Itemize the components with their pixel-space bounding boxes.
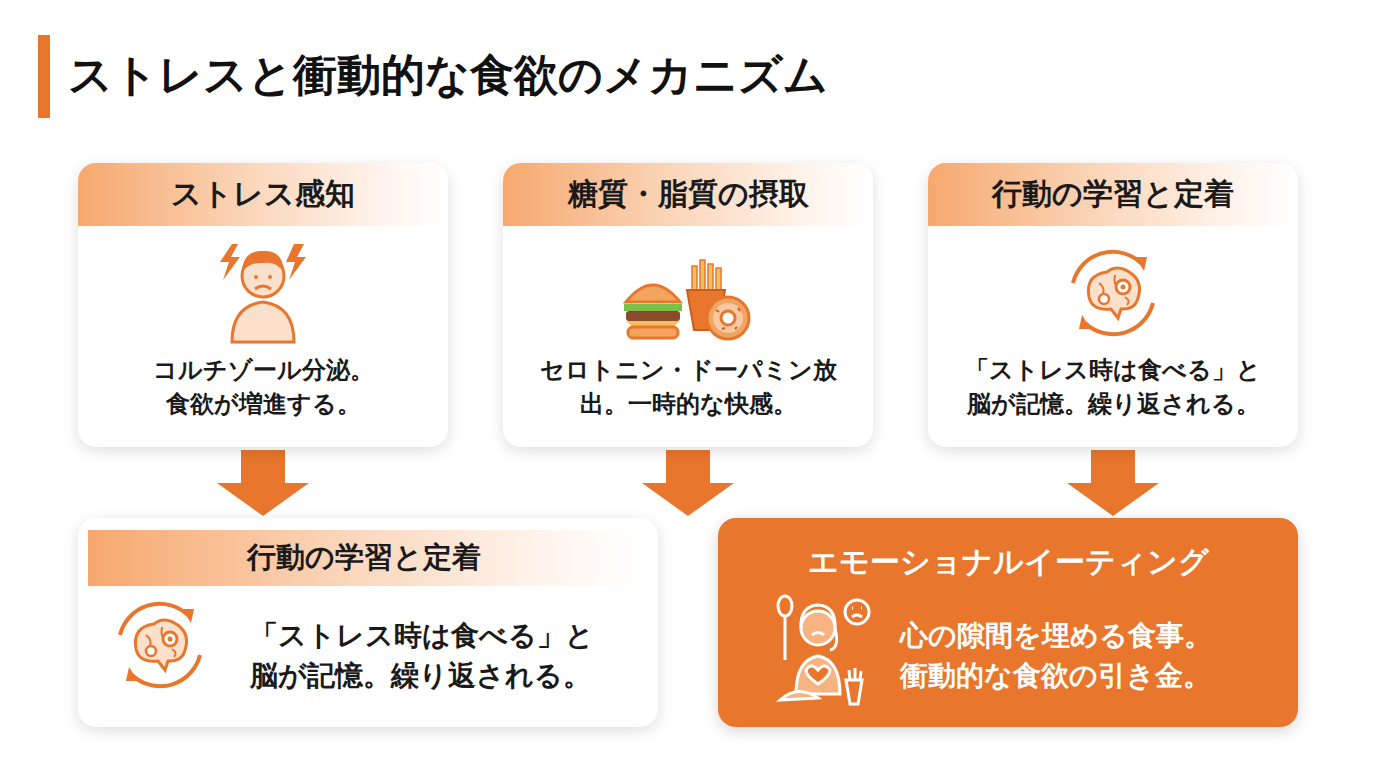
box-description: 「ストレス時は食べる」と 脳が記憶。繰り返される。: [948, 353, 1278, 421]
box-description: 心の隙間を埋める食事。 衝動的な食欲の引き金。: [900, 616, 1295, 696]
flow-arrow: [642, 450, 734, 516]
box-description: 「ストレス時は食べる」と 脳が記憶。繰り返される。: [250, 616, 650, 696]
box-heading: 行動の学習と定着: [88, 530, 640, 586]
process-box: 行動の学習と定着「ストレス時は食べる」と 脳が記憶。繰り返される。: [78, 518, 658, 727]
process-box: 糖質・脂質の摂取セロトニン・ドーパミン放 出。一時的な快感。: [503, 163, 873, 447]
process-box: 行動の学習と定着「ストレス時は食べる」と 脳が記憶。繰り返される。: [928, 163, 1298, 447]
result-box: エモーショナルイーティング心の隙間を埋める食事。 衝動的な食欲の引き金。: [718, 518, 1298, 727]
process-box: ストレス感知コルチゾール分泌。 食欲が増進する。: [78, 163, 448, 447]
flow-arrow: [1067, 450, 1159, 516]
box-description: セロトニン・ドーパミン放 出。一時的な快感。: [523, 353, 853, 421]
box-description: コルチゾール分泌。 食欲が増進する。: [98, 353, 428, 421]
box-heading: 糖質・脂質の摂取: [503, 163, 873, 226]
box-heading: 行動の学習と定着: [928, 163, 1298, 226]
diagram-title: ストレスと衝動的な食欲のメカニズム: [68, 46, 828, 105]
title-accent-bar: [38, 35, 50, 118]
box-heading: ストレス感知: [78, 163, 448, 226]
flow-arrow: [217, 450, 309, 516]
box-heading: エモーショナルイーティング: [718, 534, 1298, 590]
